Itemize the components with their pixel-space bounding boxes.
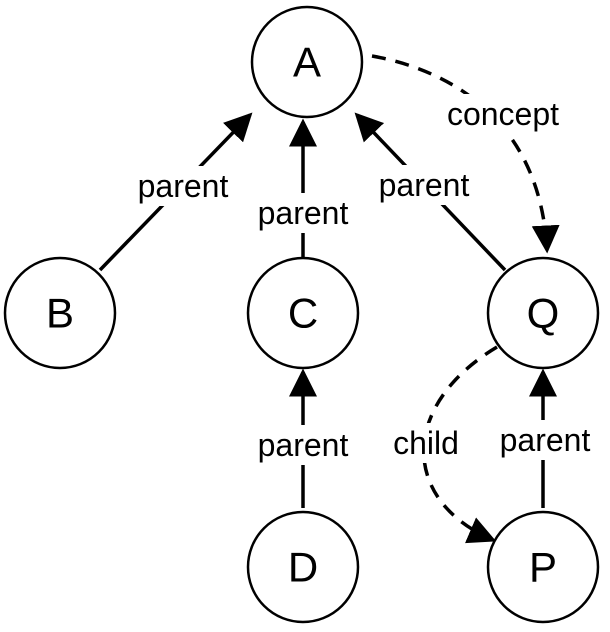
edge-label-p-q: parent xyxy=(500,422,591,458)
edge-label-q-p: child xyxy=(393,425,459,461)
node-label-c: C xyxy=(288,290,318,337)
node-a: A xyxy=(250,5,364,119)
edge-label-d-c: parent xyxy=(258,427,349,463)
edge-label-c-a: parent xyxy=(258,195,349,231)
node-label-q: Q xyxy=(527,290,560,337)
node-c: C xyxy=(246,256,360,370)
node-label-a: A xyxy=(293,39,321,86)
node-d: D xyxy=(246,510,360,624)
edge-label-q-a: parent xyxy=(379,167,470,203)
edge-p-to-q: parent xyxy=(487,368,603,508)
edge-label-b-a: parent xyxy=(138,168,229,204)
node-p: P xyxy=(486,510,600,624)
edge-q-to-p: child xyxy=(383,345,498,544)
edge-label-a-q: concept xyxy=(447,96,559,132)
edge-a-to-q: concept xyxy=(371,54,574,254)
node-b: B xyxy=(3,256,117,370)
node-label-b: B xyxy=(46,290,74,337)
edge-d-to-c: parent xyxy=(245,368,361,508)
edge-b-to-a: parent xyxy=(98,112,253,272)
edge-c-to-a: parent xyxy=(245,118,361,258)
node-label-d: D xyxy=(288,544,318,591)
node-q: Q xyxy=(486,256,600,370)
edge-q-to-a: parent xyxy=(354,112,507,272)
node-label-p: P xyxy=(529,544,557,591)
